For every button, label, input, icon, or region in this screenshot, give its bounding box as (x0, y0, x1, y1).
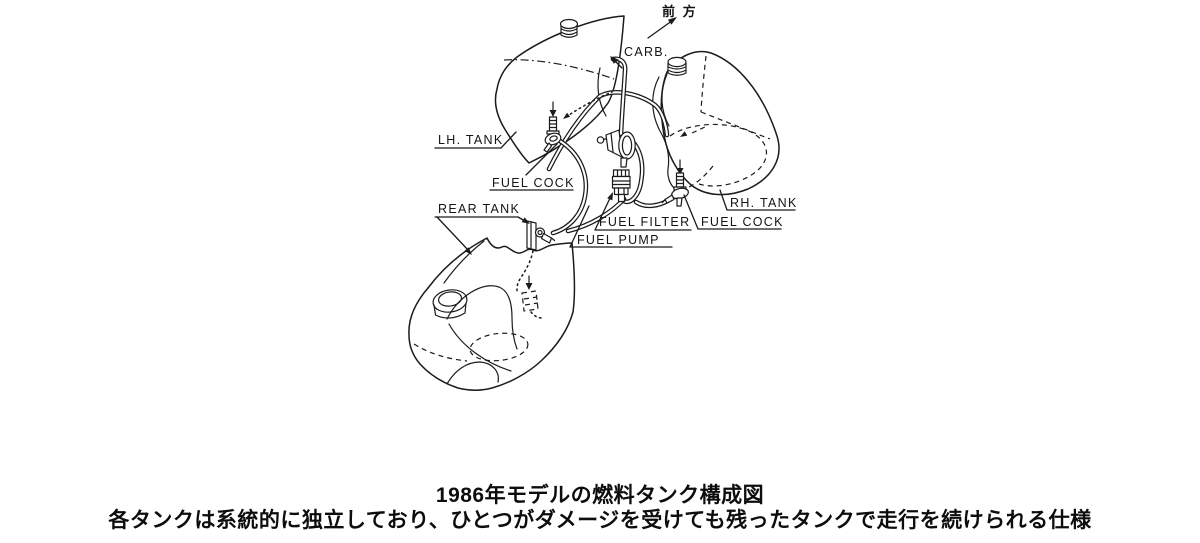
rh-tank-leader (719, 189, 796, 211)
rear-down-arrow (525, 283, 533, 290)
fuel-filter-device (611, 169, 631, 203)
rear-tank-outline (408, 237, 576, 391)
hose-flow-arrow (563, 112, 571, 119)
lh-tank-seam-line (503, 59, 615, 80)
label-carb: CARB. (624, 45, 669, 59)
label-rear-tank: REAR TANK (438, 202, 520, 216)
caption-line-1: 1986年モデルの燃料タンク構成図 (435, 484, 765, 507)
front-direction-arrow (647, 17, 677, 39)
rear-tank-lower-seam (413, 343, 468, 362)
fuel-pump-leader (569, 205, 673, 248)
rear-tank-front-face (443, 240, 485, 284)
caption: 1986年モデルの燃料タンク構成図 各タンクは系統的に独立しており、ひとつがダメ… (0, 483, 1200, 533)
rear-tank-tunnel-sweep (448, 323, 512, 372)
label-front-direction: 前 方 (662, 4, 698, 19)
lh-fuel-cock-device (543, 101, 562, 153)
fuel-filter-leader (594, 195, 692, 231)
fuel-cock-right-leader (683, 194, 782, 230)
hidden-pump-inside-tank (516, 250, 543, 319)
rh-cock-down-arrow (676, 168, 684, 175)
rh-tank-fuel-cap (667, 56, 687, 76)
label-rh-tank: RH. TANK (730, 196, 798, 210)
lh-tank-leader (434, 131, 517, 149)
label-fuel-pump: FUEL PUMP (577, 233, 660, 247)
lh-tank-outline (494, 15, 625, 164)
rh-tank-hidden-arc (688, 165, 714, 188)
rear-tank-leader-a (436, 216, 470, 252)
rh-hidden-flow-arrow (680, 131, 688, 137)
front-arrowhead (667, 17, 677, 25)
label-fuel-filter: FUEL FILTER (599, 215, 690, 229)
lh-tank (494, 15, 625, 164)
frame-tube (546, 90, 670, 172)
rear-tank-pump-recess (469, 332, 529, 362)
label-fuel-cock-left: FUEL COCK (492, 176, 575, 190)
rh-tank (597, 50, 780, 196)
rear-outlet-bracket (526, 220, 556, 251)
label-fuel-cock-right: FUEL COCK (701, 215, 784, 229)
leader-lines (434, 56, 796, 255)
rh-tank-neck-line (597, 67, 607, 117)
caption-line-2: 各タンクは系統的に独立しており、ひとつがダメージを受けても残ったタンクで走行を続… (108, 509, 1092, 532)
fuel-pump-device (596, 129, 636, 168)
rear-tank-bottom-recess (446, 361, 499, 385)
rh-tank-seam-diagonal (700, 111, 771, 140)
carb-arrowhead (610, 56, 619, 64)
label-lh-tank: LH. TANK (438, 133, 504, 147)
hidden-hose-dotted (565, 91, 613, 118)
fuel-lines (550, 56, 674, 236)
rh-tank-seam-vertical (700, 55, 707, 113)
rear-tank (408, 237, 576, 391)
fuel-cock-left-leader (525, 143, 558, 176)
lh-cock-down-arrow (549, 110, 557, 117)
rh-tank-front-lobe-inner (661, 73, 670, 127)
lh-tank-fuel-cap (559, 18, 579, 38)
rear-tank-filler-neck (432, 289, 468, 319)
